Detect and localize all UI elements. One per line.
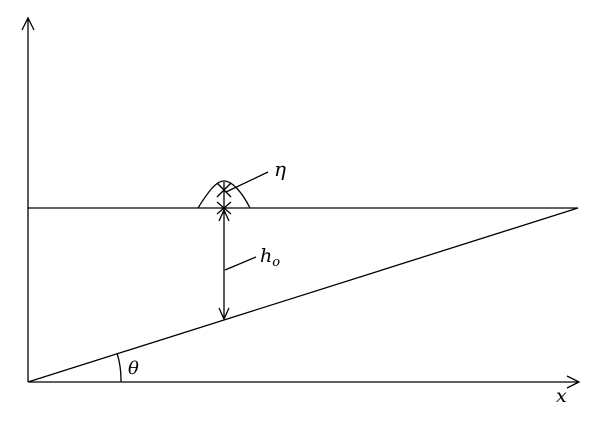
- depth-leader-line: [224, 256, 257, 271]
- theta-label: θ: [128, 358, 139, 379]
- depth-arrowhead-bottom: [218, 307, 230, 321]
- depth-label: ho: [260, 245, 280, 270]
- slope-angle-arc: [116, 352, 122, 383]
- solitary-wave-profile: [197, 180, 251, 209]
- depth-arrowhead-top: [218, 208, 230, 222]
- sloping-bottom-line: [27, 207, 579, 383]
- eta-leader-line: [225, 171, 269, 193]
- x-axis-label: x: [556, 385, 567, 407]
- eta-label: η: [274, 157, 286, 181]
- vertical-axis-arrowhead: [21, 16, 35, 31]
- x-axis-arrowhead: [566, 375, 581, 389]
